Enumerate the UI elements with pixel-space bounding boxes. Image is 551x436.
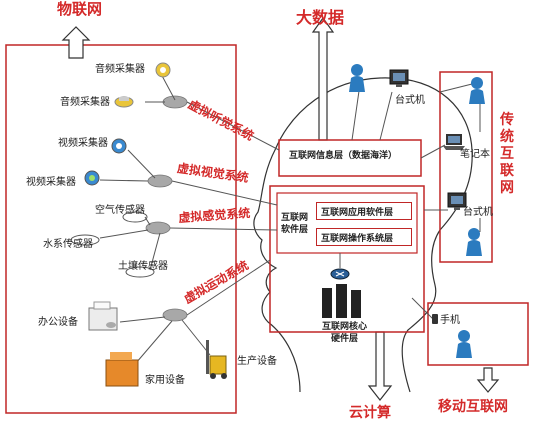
mobile-down-arrow (476, 367, 500, 393)
hearing-node (162, 95, 188, 109)
os-layer-label: 互联网操作系统层 (321, 233, 394, 244)
traditional-internet-title: 传统互联网 (500, 112, 514, 196)
water-sensor-label: 水系传感器 (43, 239, 93, 250)
phone-icon (432, 314, 438, 324)
audio-collector-icon-2 (114, 96, 134, 108)
air-sensor-label: 空气传感器 (95, 205, 145, 216)
software-layer-label: 互联网 软件层 (281, 213, 309, 235)
sense-nodes (145, 95, 188, 322)
person-icon-desktop2 (466, 228, 482, 256)
desktop-label-1: 台式机 (395, 95, 425, 106)
device-lines (99, 71, 211, 371)
video-collector-icon-1 (111, 138, 127, 154)
laptop-label: 笔记本 (460, 149, 490, 160)
phone-label: 手机 (440, 315, 460, 326)
production-equipment-icon (206, 340, 227, 379)
big-data-title: 大数据 (296, 8, 345, 27)
vision-node (147, 174, 173, 188)
office-equipment-label: 办公设备 (38, 317, 78, 328)
cloud-box (269, 185, 425, 333)
desktop-icon-1 (389, 69, 409, 87)
soil-sensor-label: 土壤传感器 (118, 261, 168, 272)
software-layer-box (276, 192, 418, 254)
video-collector-icon-2 (84, 170, 100, 186)
core-hardware-label: 互联网核心 硬件层 (322, 322, 368, 344)
desktop-label-2: 台式机 (463, 207, 493, 218)
desktop-icon-2 (447, 192, 467, 210)
app-layer-label: 互联网应用软件层 (321, 207, 394, 218)
traditional-box (439, 71, 493, 263)
bigdata-up-arrow (311, 16, 335, 141)
sense-lines (169, 101, 280, 316)
laptop-icon (443, 134, 465, 150)
video-collector-label-1: 视频采集器 (58, 138, 108, 149)
iot-title: 物联网 (57, 0, 103, 18)
iot-up-arrow (61, 26, 91, 59)
office-equipment-icon (88, 301, 118, 331)
home-appliance-icon (105, 352, 139, 387)
video-collector-label-2: 视频采集器 (26, 177, 76, 188)
sensor-loops (70, 211, 155, 278)
router-icon (330, 268, 350, 280)
cloud-down-arrow (367, 331, 393, 401)
audio-collector-label-1: 音频采集器 (95, 64, 145, 75)
person-icon-desktop1 (349, 64, 365, 92)
server-icon (322, 284, 361, 318)
mobile-box (427, 302, 529, 366)
app-layer-box: 互联网应用软件层 (316, 202, 412, 220)
terminal-lines (351, 81, 481, 323)
home-appliance-label: 家用设备 (145, 375, 185, 386)
info-layer-label: 互联网信息层（数据海洋） (289, 151, 398, 161)
person-icon-laptop-top (469, 77, 485, 104)
audio-collector-label-2: 音频采集器 (60, 97, 110, 108)
mobile-internet-title: 移动互联网 (438, 399, 508, 415)
motion-node (162, 308, 188, 322)
production-equipment-label: 生产设备 (237, 356, 277, 367)
person-icon-phone (456, 330, 472, 358)
audio-collector-icon-1 (155, 62, 171, 78)
cloud-title: 云计算 (349, 405, 391, 421)
os-layer-box: 互联网操作系统层 (316, 228, 412, 246)
